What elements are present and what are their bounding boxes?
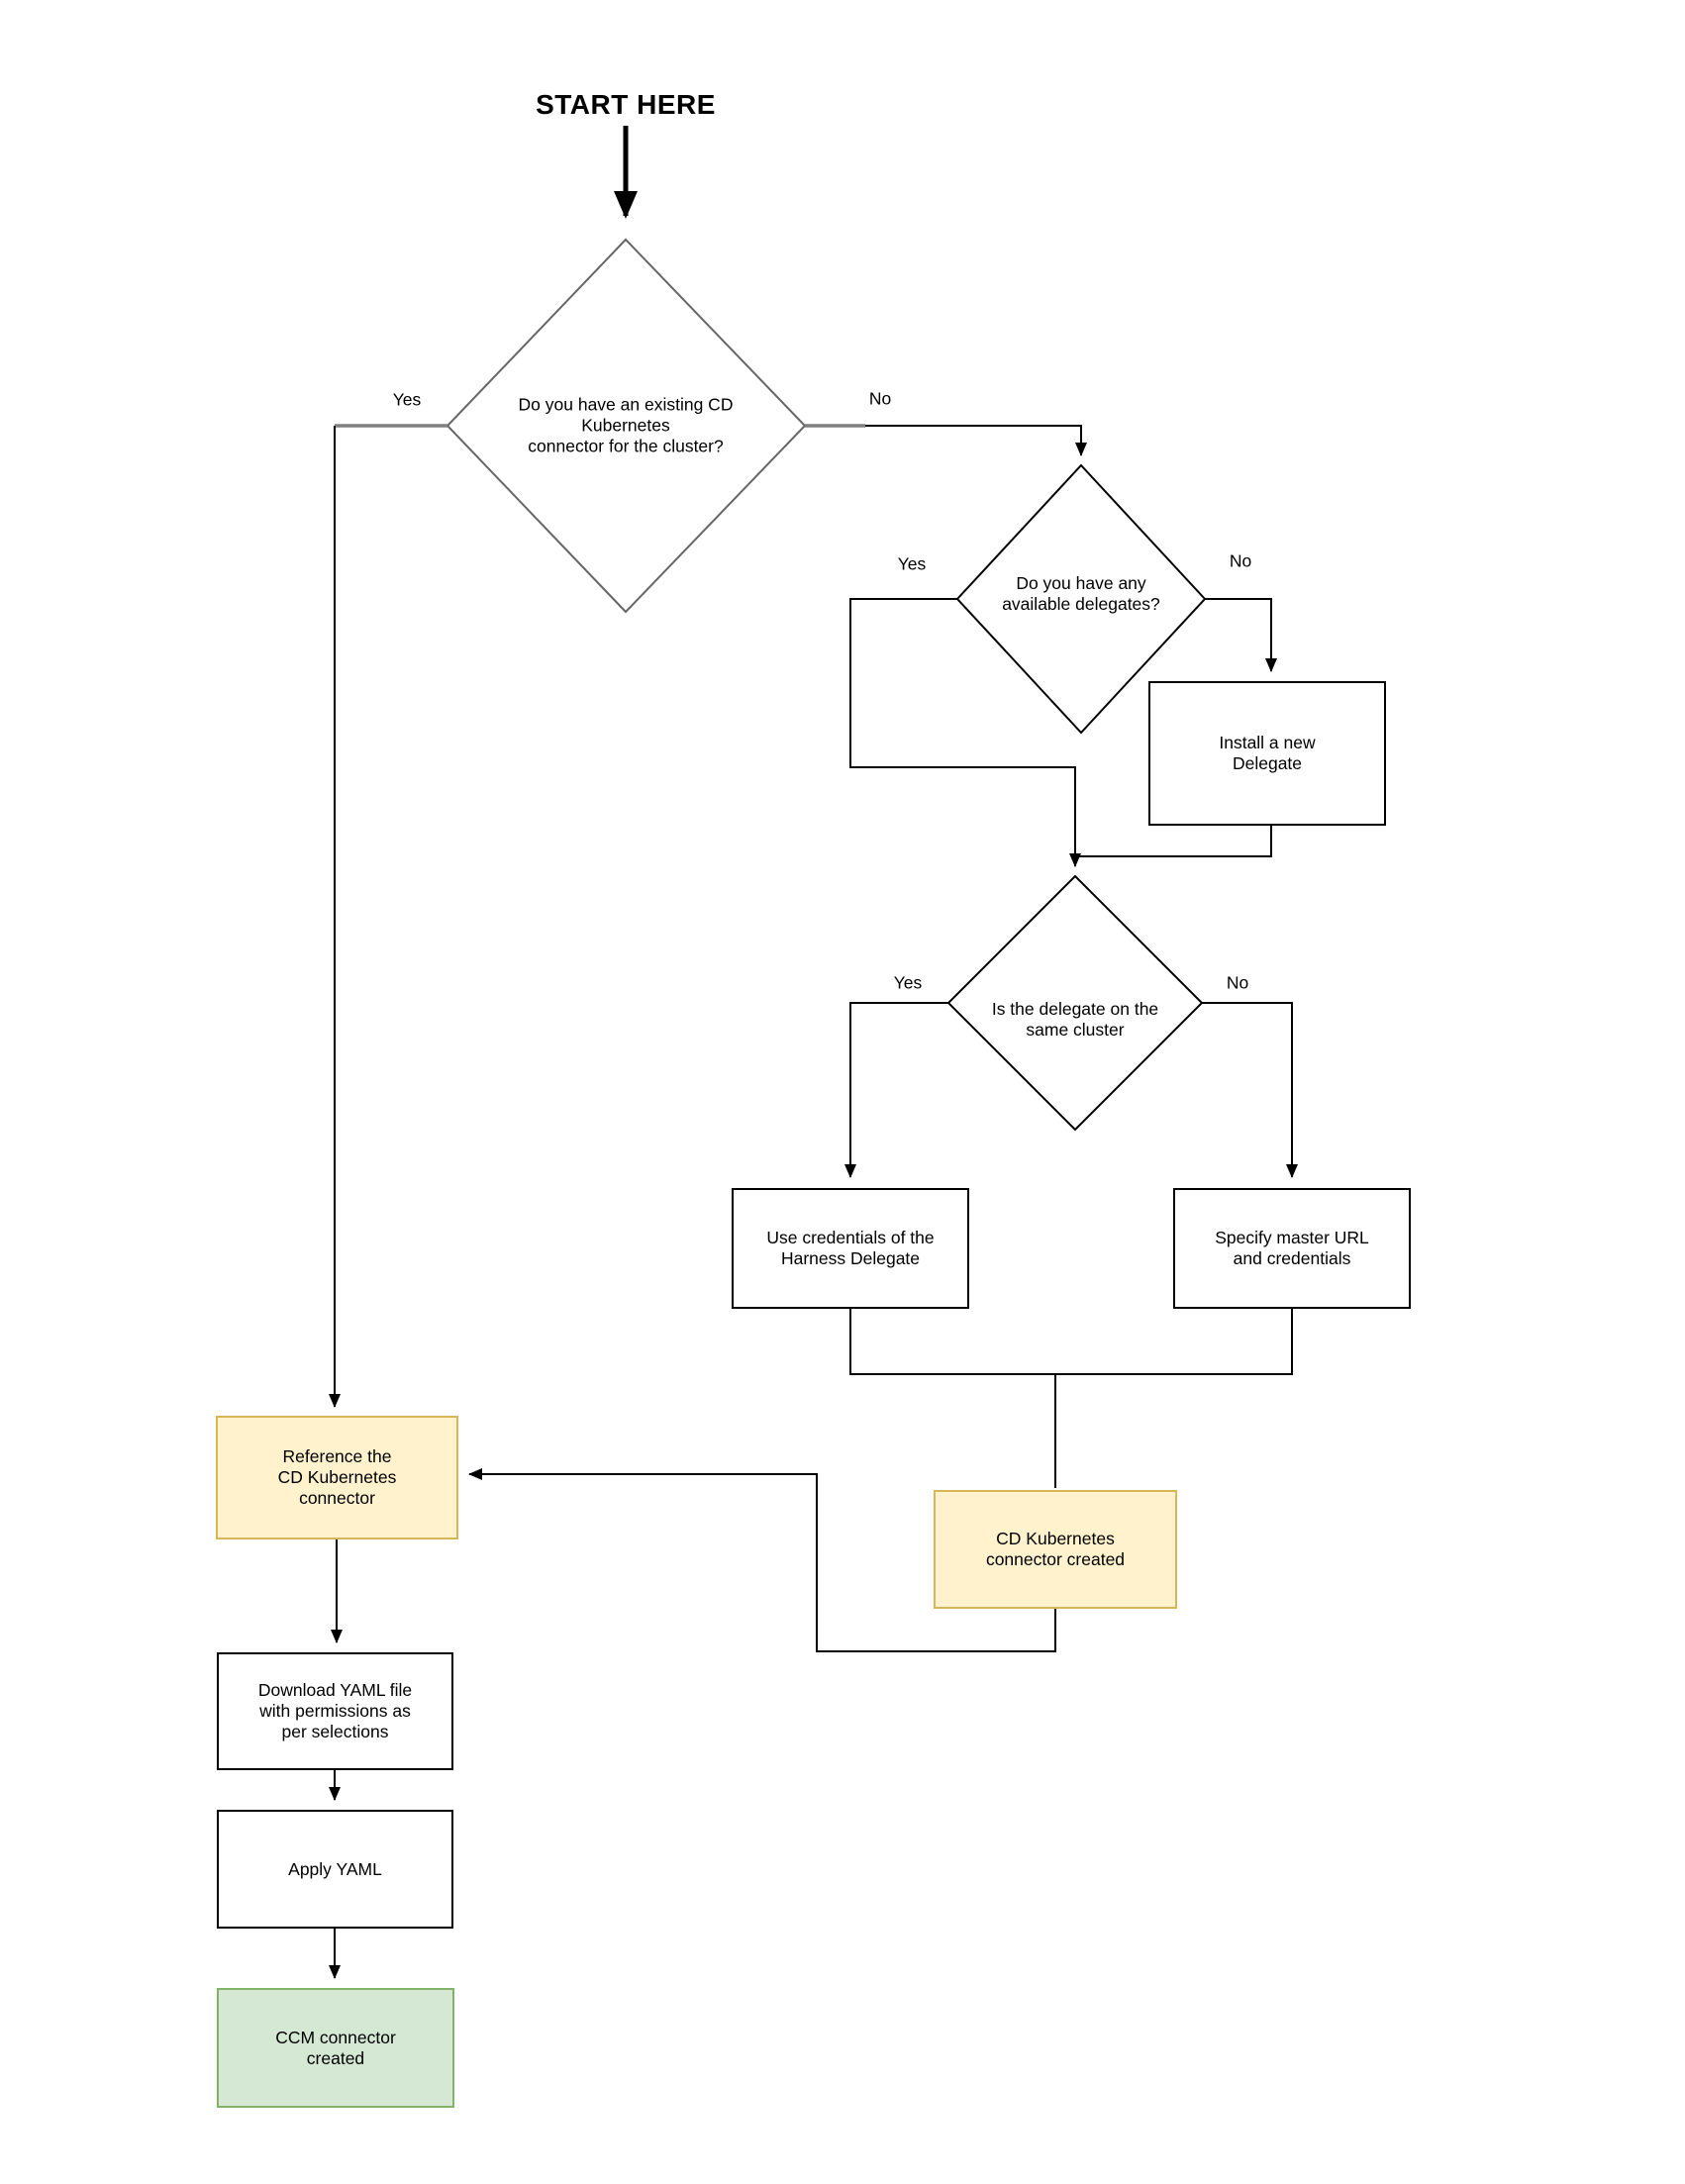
process-cd-connector-created-box: CD Kubernetes connector created <box>934 1490 1177 1609</box>
process-use-credentials-text: Use credentials of the Harness Delegate <box>766 1228 935 1268</box>
process-use-credentials-box: Use credentials of the Harness Delegate <box>732 1188 969 1309</box>
label-delegates-no: No <box>1229 550 1252 571</box>
label-cluster-no: No <box>1226 972 1249 993</box>
decision-existing-cd-connector-shape <box>446 238 807 614</box>
terminal-ccm-connector-created-text: CCM connector created <box>275 2027 396 2068</box>
process-apply-yaml-text: Apply YAML <box>288 1858 382 1879</box>
decision-same-cluster-shape <box>946 874 1204 1132</box>
start-here-title: START HERE <box>536 89 716 120</box>
terminal-ccm-connector-created-box: CCM connector created <box>217 1988 454 2108</box>
connector-cluster-yes <box>844 1002 948 1178</box>
label-cluster-yes: Yes <box>893 972 923 993</box>
label-delegates-yes: Yes <box>897 553 927 574</box>
connector-delegates-yes <box>849 598 1081 867</box>
connector-delegates-no <box>1205 598 1277 672</box>
connector-credentials-merge <box>849 1309 1293 1375</box>
decision-existing-cd-connector-text: Do you have an existing CD Kubernetes co… <box>518 394 734 456</box>
connector-install-merge <box>1075 826 1272 857</box>
label-existing-yes: Yes <box>392 389 422 410</box>
connector-existing-no <box>865 425 1087 456</box>
label-existing-no: No <box>868 388 892 409</box>
process-install-delegate-box: Install a new Delegate <box>1148 681 1386 826</box>
process-specify-master-url-box: Specify master URL and credentials <box>1173 1188 1411 1309</box>
connector-cluster-no <box>1202 1002 1298 1178</box>
decision-available-delegates-shape <box>955 463 1207 735</box>
process-reference-connector-text: Reference the CD Kubernetes connector <box>277 1446 397 1508</box>
process-install-delegate-text: Install a new Delegate <box>1219 733 1316 773</box>
connector-created-to-reference <box>468 1468 1056 1652</box>
process-download-yaml-text: Download YAML file with permissions as p… <box>257 1680 413 1741</box>
decision-available-delegates-text: Do you have any available delegates? <box>1002 573 1160 614</box>
process-reference-connector-box: Reference the CD Kubernetes connector <box>216 1416 458 1539</box>
decision-same-cluster-text: Is the delegate on the same cluster <box>991 999 1159 1040</box>
process-specify-master-url-text: Specify master URL and credentials <box>1215 1228 1369 1268</box>
process-cd-connector-created-text: CD Kubernetes connector created <box>985 1529 1126 1569</box>
process-download-yaml-box: Download YAML file with permissions as p… <box>217 1652 453 1770</box>
process-apply-yaml-box: Apply YAML <box>217 1810 453 1929</box>
